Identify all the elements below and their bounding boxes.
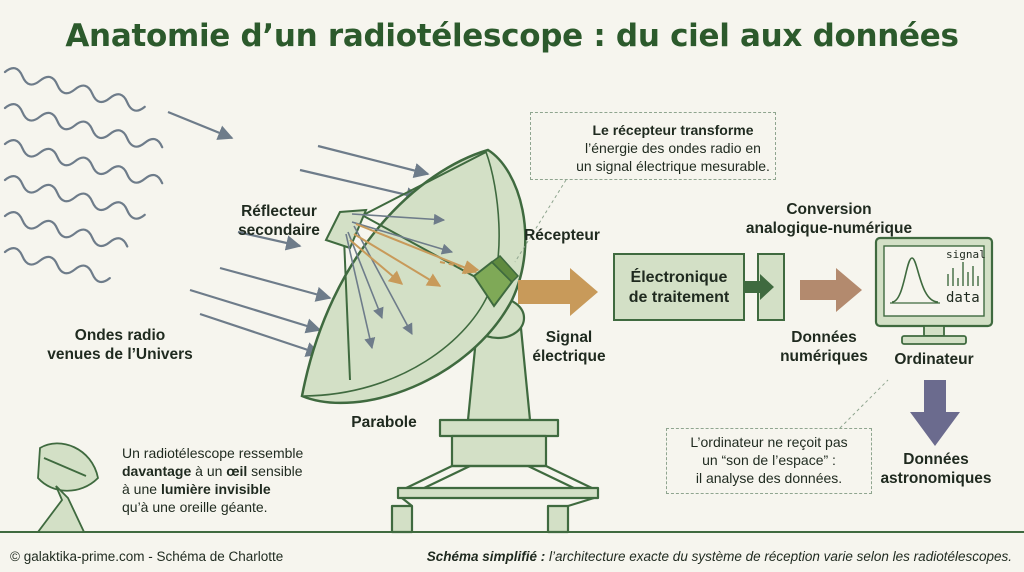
label-digital-data: Données numériques [780,329,868,365]
small-telescope-icon [36,442,99,533]
receiver-note-box: Le récepteur transforme l’énergie des on… [530,112,776,180]
focused-rays [349,223,480,287]
screen-label-data: data [946,290,980,306]
footer-credit: © galaktika-prime.com - Schéma de Charlo… [10,549,284,564]
converter-arrow [744,274,774,300]
computer-note-leader [839,379,889,429]
receiver-unit [472,254,520,308]
footer-disclaimer-bold: Schéma simplifié : [426,549,546,564]
label-receiver: Récepteur [524,227,600,244]
screen-label-signal: signal [946,248,986,261]
internal-rays [345,213,454,350]
computer [874,236,994,345]
label-secondary-reflector: Réflecteur secondaire [238,203,320,239]
eye-note-part5: qu’à une oreille géante. [122,499,268,515]
eye-note: Un radiotélescope ressemble davantage à … [122,444,352,516]
label-electronics: Électronique de traitement [628,269,730,306]
label-parabola: Parabole [351,414,417,431]
eye-note-part4: à une [122,481,161,497]
footer-disclaimer-text: l’architecture exacte du système de réce… [545,549,1012,564]
astro-data-arrow [910,380,960,446]
incoming-rays [167,110,430,357]
signal-arrow [518,268,598,316]
digital-data-arrow [800,268,862,312]
receiver-note-bold: Le récepteur transforme [592,122,754,138]
page-title: Anatomie d’un radiotélescope : du ciel a… [65,18,959,54]
eye-note-bold-oeil: œil [226,463,248,479]
eye-note-bold-davantage: davantage [122,463,192,479]
receiver-note-text: l’énergie des ondes radio en un signal é… [576,140,770,174]
electronics-box [613,253,745,321]
computer-note-text: L’ordinateur ne reçoit pas un “son de l’… [690,434,848,486]
label-conversion: Conversion analogique-numérique [745,201,913,237]
eye-note-bold-lumiere: lumière invisible [160,481,271,497]
label-astro-data: Données astronomiques [880,451,992,487]
label-electrical-signal: Signal électrique [532,329,606,365]
eye-note-part3: sensible [247,463,303,479]
eye-note-part2: à un [191,463,227,479]
radio-waves [3,67,164,284]
label-waves: Ondes radio venues de l’Univers [47,327,193,363]
telescope-mount [390,296,600,534]
label-computer: Ordinateur [894,351,974,368]
receiver-note-leader [514,179,567,263]
computer-note-box: L’ordinateur ne reçoit pas un “son de l’… [666,428,872,494]
eye-note-line1: Un radiotélescope ressemble [122,445,304,461]
footer-disclaimer: Schéma simplifié : l’architecture exacte… [427,549,1012,564]
